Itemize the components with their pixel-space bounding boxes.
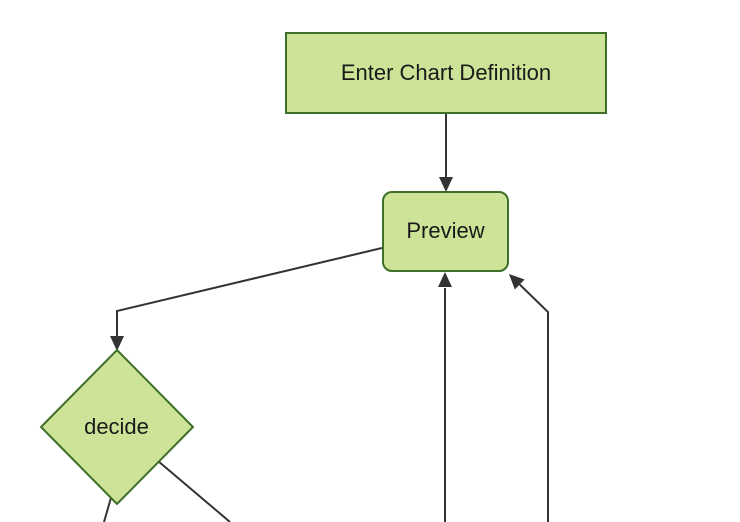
arrowhead-decide-top (110, 336, 124, 351)
node-decide-shape (39, 348, 195, 506)
arrowhead-preview-bottom-right (509, 274, 525, 290)
node-enter-chart-definition: Enter Chart Definition (285, 32, 607, 114)
edge-decide-to-bottomright (157, 460, 231, 522)
edge-decide-to-bottom (103, 495, 113, 522)
node-decide-label: decide (84, 414, 149, 439)
arrowhead-preview-top (439, 177, 453, 192)
edge-preview-to-decide (116, 247, 383, 336)
node-enter-chart-definition-label: Enter Chart Definition (340, 59, 552, 85)
node-decide-label-wrap: decide (46, 413, 187, 441)
node-preview-label: Preview (406, 218, 485, 244)
node-preview: Preview (382, 191, 509, 272)
edge-bottomright-to-preview (519, 283, 549, 522)
arrowhead-preview-bottom (438, 272, 452, 287)
